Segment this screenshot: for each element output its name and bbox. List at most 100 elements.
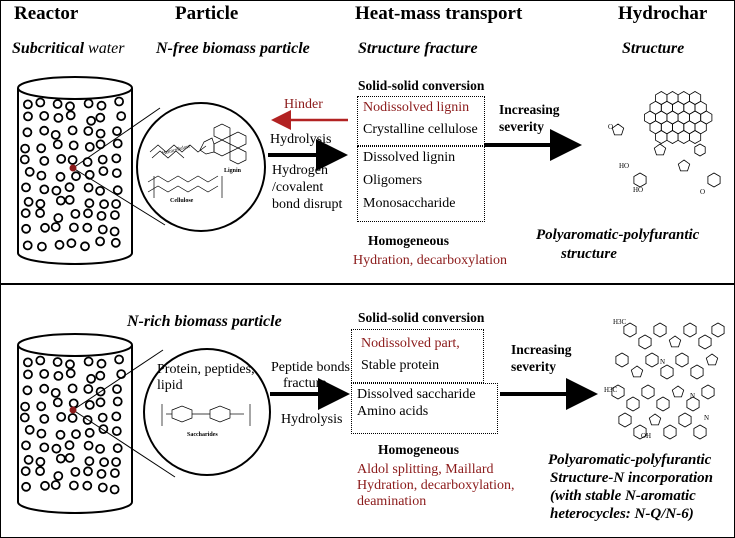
aromatic-ring	[707, 172, 721, 188]
aromatic-ring	[623, 322, 637, 338]
water-particle	[65, 110, 76, 121]
water-particle	[39, 111, 50, 121]
water-particle	[70, 466, 81, 477]
water-particle	[97, 412, 108, 423]
water-particle	[110, 237, 121, 248]
water-particle	[39, 413, 50, 424]
water-particle	[111, 153, 122, 164]
dissolved-item-top-0: Dissolved lignin	[363, 150, 456, 165]
water-particle	[39, 184, 50, 195]
water-particle	[68, 398, 79, 409]
dissolved-item-top-2: Monosaccharide	[363, 196, 456, 211]
aromatic-ring	[655, 130, 668, 144]
water-particle	[96, 210, 107, 221]
water-particle	[110, 210, 120, 221]
water-particle	[98, 166, 109, 177]
water-particle	[97, 224, 108, 235]
water-particle	[20, 208, 31, 219]
solid-conversion-box-bottom	[351, 329, 484, 383]
water-particle	[23, 369, 33, 380]
zoom-line-top-upper	[72, 107, 161, 169]
transport-label-top: Structure fracture	[358, 40, 478, 57]
reactor-cylinder-bottom	[17, 333, 133, 514]
dissolved-item-bottom-1: Amino acids	[357, 404, 429, 419]
water-particle	[65, 368, 76, 379]
solid-conversion-title-bottom: Solid-solid conversion	[358, 310, 485, 325]
water-particle	[39, 125, 50, 136]
water-particle	[50, 129, 61, 140]
water-particle	[21, 223, 32, 234]
water-particles-bottom	[19, 354, 127, 495]
mol-top-label-1: HO	[619, 162, 630, 170]
aromatic-ring	[698, 334, 712, 350]
water-particle	[95, 139, 106, 150]
mol-top-label-2: HO	[633, 186, 644, 194]
dissolved-box-top	[357, 146, 485, 222]
water-particle	[64, 452, 75, 463]
water-particle	[80, 241, 90, 252]
aromatic-ring	[638, 334, 652, 350]
zoom-line-bottom-lower	[72, 409, 176, 478]
water-particle	[86, 115, 96, 126]
focus-particle-bottom	[69, 406, 77, 414]
saccharides-label: Saccharides	[187, 432, 218, 438]
water-particle	[83, 182, 94, 193]
n-heterocycle-ring	[668, 335, 682, 348]
aromatic-ring	[663, 424, 677, 440]
water-particle	[95, 112, 106, 123]
water-particle	[20, 143, 31, 154]
water-particle	[36, 170, 47, 181]
water-particle	[112, 126, 122, 137]
water-particle	[20, 401, 31, 412]
water-particle	[35, 456, 46, 467]
result-bottom-3: heterocycles: N-Q/N-6)	[550, 506, 694, 522]
water-particle	[66, 238, 77, 249]
aromatic-ring	[693, 424, 707, 440]
water-particle	[69, 480, 79, 491]
water-particle	[112, 396, 123, 407]
water-particle	[22, 127, 33, 138]
magnified-particle-bottom	[143, 348, 271, 476]
result-top-0: Polyaromatic-polyfurantic	[536, 227, 700, 243]
water-particle	[96, 100, 107, 111]
water-particle	[54, 239, 65, 250]
mol-bottom-label-5: N	[704, 414, 710, 422]
reactor-label-bold: Subcritical	[12, 40, 85, 57]
water-particle	[84, 169, 95, 180]
aromatic-ring	[689, 130, 702, 144]
aromatic-ring	[678, 412, 692, 428]
water-particle	[23, 196, 34, 207]
water-particle	[84, 198, 95, 209]
water-particle	[40, 222, 50, 233]
header-hydrochar: Hydrochar	[618, 3, 708, 24]
solid-item-top-0: Nodissolved lignin	[363, 100, 470, 115]
water-particle	[95, 397, 106, 408]
aromatic-ring	[653, 322, 667, 338]
header-reactor: Reactor	[14, 3, 79, 24]
water-particle	[67, 383, 78, 394]
furan-ring	[653, 143, 667, 156]
n-heterocycle-ring	[671, 385, 685, 398]
magnified-particle-top	[136, 102, 266, 232]
mechanism-bottom-0: Peptide bonds	[271, 360, 350, 375]
water-particle	[95, 185, 105, 196]
solid-item-bottom-1: Stable protein	[361, 358, 440, 373]
aromatic-ring	[694, 143, 706, 157]
water-particle	[52, 397, 63, 408]
mol-bottom-label-2: OH	[641, 432, 652, 440]
water-particle	[114, 96, 124, 107]
solid-item-bottom-0: Nodissolved part,	[361, 336, 460, 351]
water-particle	[53, 370, 64, 381]
mechanism-top-2: /covalent	[272, 180, 324, 195]
water-particle	[111, 168, 122, 179]
water-particle	[64, 182, 75, 193]
mol-top-label-3: O	[700, 188, 706, 196]
aromatic-ring	[626, 396, 640, 412]
mechanism-bottom-2: Hydrolysis	[281, 412, 343, 427]
focus-particle-top	[69, 164, 77, 172]
water-particle	[22, 357, 33, 368]
water-particle	[83, 208, 93, 219]
water-particle	[86, 373, 96, 384]
water-particle	[112, 384, 122, 395]
